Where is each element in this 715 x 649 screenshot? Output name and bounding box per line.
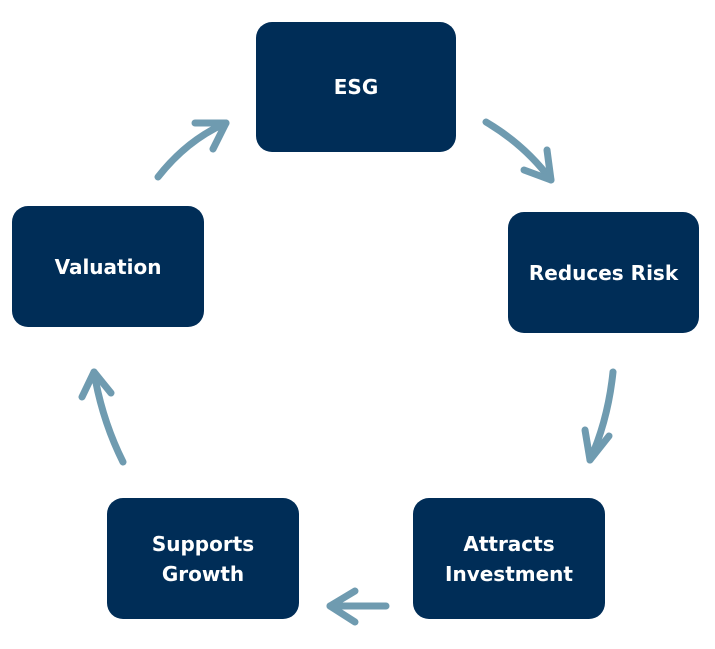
arrow-esg-to-risk <box>482 118 555 184</box>
arrow-growth-to-valuation <box>78 368 127 466</box>
node-label: Attracts Investment <box>445 531 573 586</box>
node-reduces-risk: Reduces Risk <box>508 212 699 333</box>
node-label: Reduces Risk <box>528 260 679 285</box>
node-attracts-investment: Attracts Investment <box>413 498 605 619</box>
node-valuation: Valuation <box>12 206 204 327</box>
arrow-investment-to-growth <box>326 587 390 626</box>
node-label: ESG <box>333 75 379 99</box>
node-label: Valuation <box>54 254 162 279</box>
node-supports-growth: Supports Growth <box>107 498 299 619</box>
node-label: Supports Growth <box>151 531 255 586</box>
node-esg: ESG <box>256 22 456 152</box>
arrow-valuation-to-esg <box>154 119 230 181</box>
arrow-risk-to-investment <box>581 368 617 464</box>
